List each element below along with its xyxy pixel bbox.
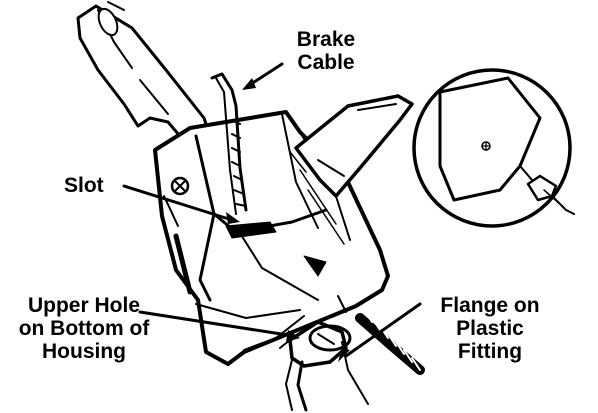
coil-cable (355, 309, 425, 375)
label-brake-cable-line-2: Cable (297, 51, 355, 74)
label-slot: Slot (64, 174, 104, 197)
label-flange-line-1: Flange on (440, 294, 540, 317)
leader-upper-hole (138, 310, 296, 338)
leader-slot (122, 184, 234, 222)
inset-view (412, 68, 575, 228)
label-brake-cable: Brake Cable (276, 28, 376, 74)
bracket-fin (294, 94, 414, 198)
label-upper-hole: Upper Hole on Bottom of Housing (0, 294, 168, 363)
leader-flange (344, 302, 422, 358)
slot (225, 221, 277, 239)
label-flange: Flange on Plastic Fitting (420, 294, 560, 363)
label-flange-line-2: Plastic (456, 317, 524, 340)
screw (170, 176, 190, 196)
bracket-arm (76, 1, 214, 150)
label-upper-hole-line-3: Housing (42, 340, 126, 363)
label-upper-hole-line-2: on Bottom of (18, 317, 150, 340)
label-upper-hole-line-1: Upper Hole (27, 294, 140, 317)
label-flange-line-3: Fitting (457, 340, 523, 363)
label-brake-cable-line-1: Brake (296, 28, 356, 51)
brake-cable (210, 72, 248, 215)
arrowheads (226, 78, 350, 362)
plastic-fitting (279, 320, 352, 368)
